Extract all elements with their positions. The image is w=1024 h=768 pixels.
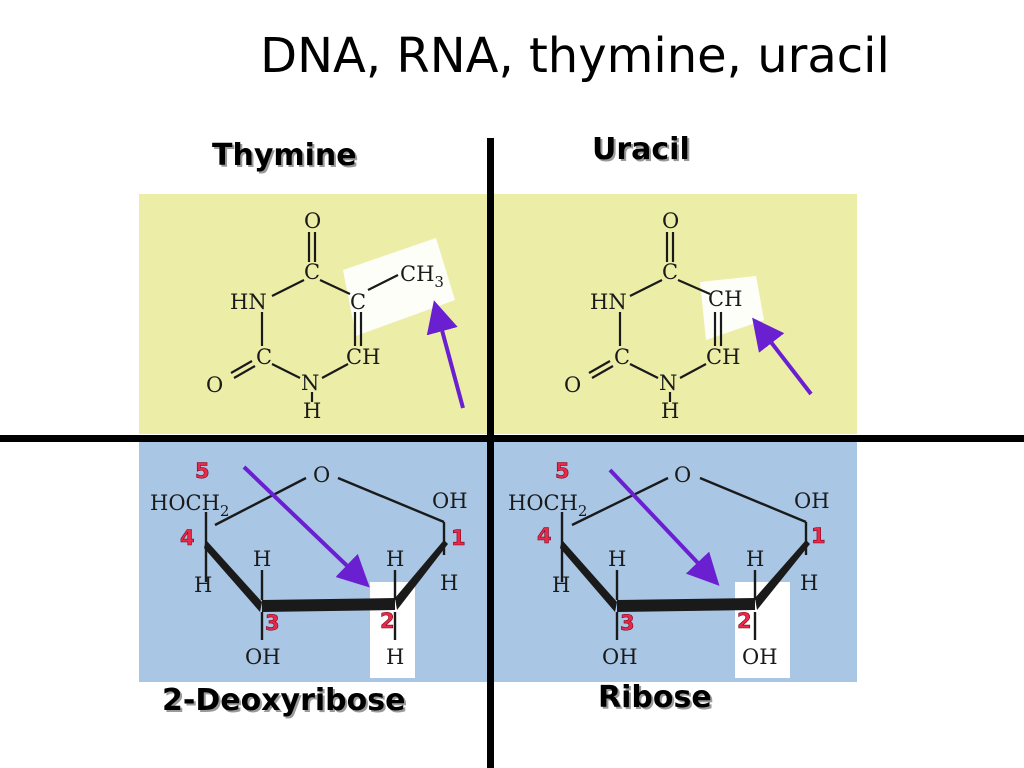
ribose-h-c2-top: H bbox=[746, 547, 764, 571]
ribose-o-ring: O bbox=[674, 463, 691, 487]
uracil-h: H bbox=[661, 399, 679, 423]
deoxyribose-num-5: 5 bbox=[195, 459, 210, 483]
ribose-h-c1: H bbox=[800, 571, 818, 595]
uracil-structure: O C CH HN C CH O N H bbox=[564, 209, 813, 423]
uracil-hn: HN bbox=[590, 290, 627, 314]
deoxyribose-h-c2-top: H bbox=[386, 547, 404, 571]
ribose-num-1: 1 bbox=[811, 524, 826, 548]
deoxyribose-oh-c3: OH bbox=[245, 645, 281, 669]
thymine-o-left: O bbox=[206, 373, 223, 397]
deoxyribose-num-3: 3 bbox=[265, 611, 280, 635]
deoxyribose-num-4: 4 bbox=[180, 526, 195, 550]
thymine-h: H bbox=[303, 399, 321, 423]
uracil-arrow bbox=[752, 317, 813, 396]
deoxyribose-o-ring: O bbox=[313, 463, 330, 487]
thymine-n: N bbox=[301, 371, 319, 395]
deoxyribose-highlight bbox=[370, 582, 415, 678]
uracil-c2: C bbox=[662, 260, 678, 284]
horizontal-divider bbox=[0, 435, 1024, 442]
uracil-ch-top: CH bbox=[708, 287, 742, 311]
ribose-panel bbox=[492, 442, 857, 682]
deoxyribose-h-c4: H bbox=[194, 573, 212, 597]
thymine-hn: HN bbox=[230, 290, 267, 314]
thymine-c2: C bbox=[304, 260, 320, 284]
thymine-ch: CH bbox=[346, 345, 380, 369]
ribose-hoch2: HOCH2 bbox=[508, 491, 587, 520]
vertical-divider bbox=[487, 138, 494, 768]
ribose-label: Ribose bbox=[598, 680, 712, 715]
deoxyribose-arrow bbox=[242, 465, 370, 588]
ribose-num-4: 4 bbox=[537, 524, 552, 548]
uracil-c-left: C bbox=[614, 345, 630, 369]
thymine-label: Thymine bbox=[212, 138, 357, 173]
ribose-h-c3: H bbox=[608, 547, 626, 571]
thymine-arrow bbox=[426, 300, 465, 409]
deoxyribose-structure: HOCH2 O OH H H H H OH H 5 4 1 3 2 bbox=[150, 459, 468, 678]
thymine-o-top: O bbox=[304, 209, 321, 233]
thymine-c5: C bbox=[350, 290, 366, 314]
ribose-num-2: 2 bbox=[737, 609, 752, 633]
deoxyribose-hoch2: HOCH2 bbox=[150, 491, 229, 520]
deoxyribose-h-c3: H bbox=[253, 547, 271, 571]
deoxyribose-oh-c1: OH bbox=[432, 489, 468, 513]
uracil-label: Uracil bbox=[592, 132, 690, 167]
thymine-ch3: CH3 bbox=[400, 262, 444, 291]
page-title: DNA, RNA, thymine, uracil bbox=[260, 28, 890, 84]
ribose-arrow bbox=[608, 468, 720, 586]
uracil-o-top: O bbox=[662, 209, 679, 233]
deoxyribose-label: 2-Deoxyribose bbox=[162, 683, 406, 718]
deoxyribose-h-c1: H bbox=[440, 571, 458, 595]
deoxyribose-num-2: 2 bbox=[380, 609, 395, 633]
uracil-ch: CH bbox=[706, 345, 740, 369]
ribose-num-5: 5 bbox=[555, 459, 570, 483]
ribose-h-c4: H bbox=[552, 573, 570, 597]
ribose-oh-c1: OH bbox=[794, 489, 830, 513]
ribose-num-3: 3 bbox=[620, 611, 635, 635]
ribose-oh-c2: OH bbox=[742, 645, 778, 669]
uracil-panel bbox=[492, 194, 857, 434]
thymine-c-left: C bbox=[256, 345, 272, 369]
deoxyribose-h-c2-bottom: H bbox=[386, 645, 404, 669]
ribose-oh-c3: OH bbox=[602, 645, 638, 669]
uracil-n: N bbox=[659, 371, 677, 395]
uracil-o-left: O bbox=[564, 373, 581, 397]
deoxyribose-num-1: 1 bbox=[451, 526, 466, 550]
ribose-structure: HOCH2 O OH H H H H OH OH 5 4 1 3 2 bbox=[508, 459, 830, 678]
thymine-structure: O C CH3 HN C C CH O N H bbox=[206, 209, 465, 423]
thymine-highlight bbox=[343, 238, 455, 336]
